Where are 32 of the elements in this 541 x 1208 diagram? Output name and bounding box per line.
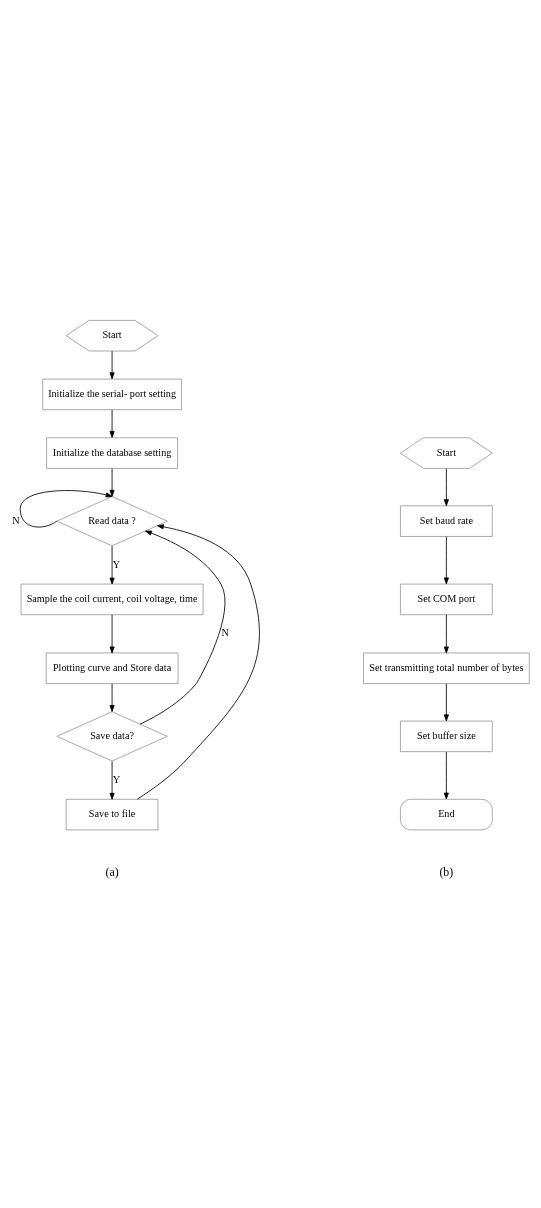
node-box: Sample the coil current, coil voltage, time — [20, 583, 204, 615]
node-box: Set buffer size — [400, 720, 493, 752]
arrow — [109, 760, 115, 800]
arrow — [109, 350, 115, 379]
node-box: Initialize the serial- port setting — [42, 378, 182, 410]
arrow — [139, 530, 226, 725]
arrow — [443, 751, 449, 799]
arrow — [109, 682, 115, 712]
edge-label: Y — [112, 773, 121, 785]
label: (a) — [105, 864, 119, 879]
node-box: Plotting curve and Store data — [45, 652, 179, 684]
arrow — [443, 467, 449, 506]
edge-label: N — [12, 514, 20, 526]
arrow — [109, 613, 115, 653]
node-box: End — [400, 798, 493, 830]
node-box: Initialize the database setting — [46, 436, 178, 469]
arrow — [109, 545, 115, 584]
node-box: Set transmitting total number of bytes — [363, 652, 530, 684]
arrow — [443, 535, 449, 584]
node-box: Set baud rate — [400, 504, 493, 537]
edge-label: Y — [112, 558, 121, 570]
arrow — [443, 682, 449, 721]
label: (b) — [439, 864, 454, 879]
arrow — [109, 467, 115, 497]
node-box: Set COM port — [400, 583, 493, 615]
arrow — [109, 409, 115, 438]
node-diamond: Save data? — [56, 710, 168, 761]
arrow — [443, 613, 449, 653]
arrow — [137, 523, 260, 799]
node-box: Save to file — [65, 798, 159, 830]
arrow — [19, 489, 113, 527]
edge-label: N — [221, 626, 229, 638]
